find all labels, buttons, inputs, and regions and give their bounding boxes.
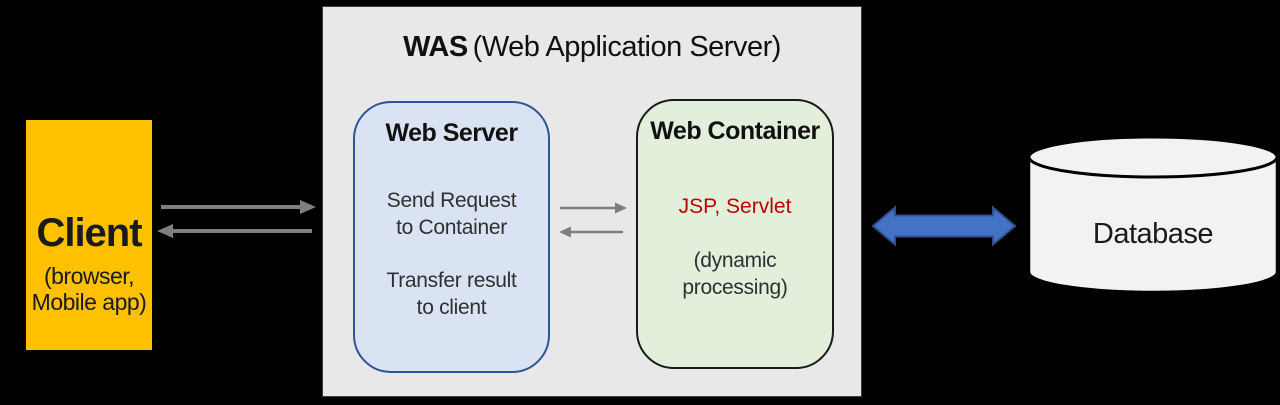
web-server-note-request-line1: Send Request [386, 189, 517, 212]
was-title: WAS(Web Application Server) [323, 31, 861, 64]
was-title-acronym: WAS [403, 31, 468, 63]
web-container-title: Web Container [650, 117, 820, 145]
was-client-response-arrow [157, 224, 312, 238]
dynamic-processing-line1: (dynamic [693, 249, 777, 272]
client-was-request-arrow [161, 200, 316, 214]
web-container-box: Web Container JSP, Servlet (dynamic proc… [636, 99, 834, 369]
was-database-arrow [871, 205, 1017, 247]
web-server-title: Web Server [385, 119, 518, 147]
was-box: WAS(Web Application Server) Web Server S… [322, 6, 862, 397]
client-subtitle: (browser, Mobile app) [32, 263, 147, 315]
was-title-rest: (Web Application Server) [472, 31, 782, 63]
client-subtitle-line1: (browser, [43, 263, 135, 289]
web-server-note-transfer-line2: to client [416, 296, 487, 319]
web-server-note-transfer: Transfer result to client [355, 267, 548, 321]
client-box: Client (browser, Mobile app) [26, 120, 152, 350]
client-title: Client [36, 211, 142, 255]
web-server-box: Web Server Send Request to Container Tra… [353, 101, 550, 373]
jsp-servlet-label: JSP, Servlet [678, 195, 792, 218]
dynamic-processing-note: (dynamic processing) [638, 247, 832, 301]
web-server-note-request: Send Request to Container [355, 187, 548, 241]
database-cylinder [1027, 135, 1279, 294]
dynamic-processing-line2: processing) [682, 276, 788, 299]
database-label: Database [1092, 218, 1214, 250]
client-subtitle-line2: Mobile app) [31, 289, 147, 315]
web-server-note-request-line2: to Container [396, 216, 507, 239]
web-server-note-transfer-line1: Transfer result [386, 269, 517, 292]
